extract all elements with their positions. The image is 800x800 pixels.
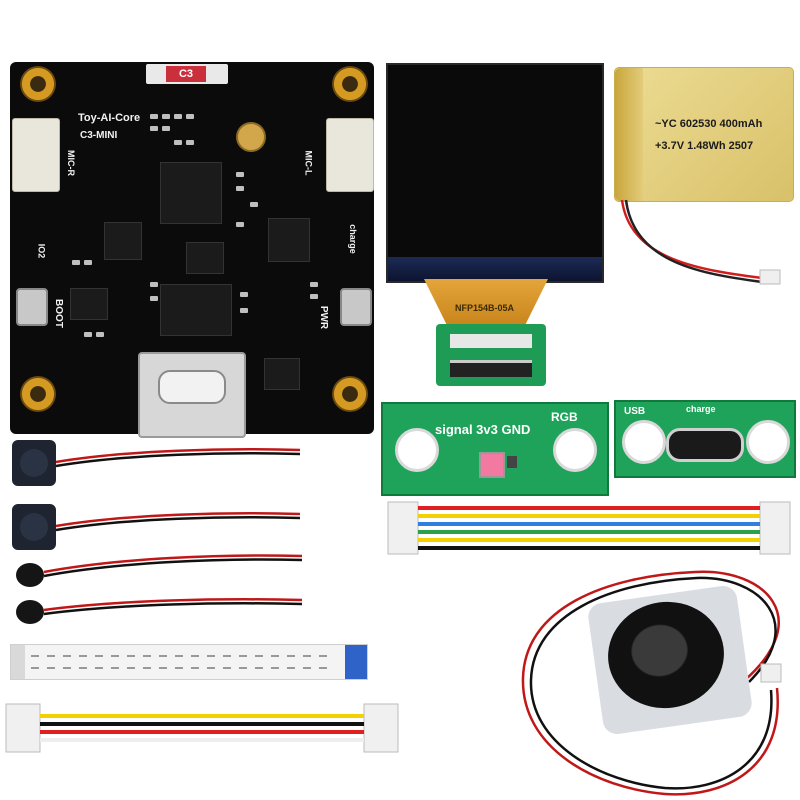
- board-title: Toy-AI-Core: [78, 112, 141, 124]
- battery-label-line2: +3.7V 1.48Wh 2507: [655, 140, 754, 152]
- mount-pad-top-left: [20, 66, 56, 102]
- charge-label-usb: charge: [686, 404, 716, 414]
- battery-wires: [620, 199, 781, 285]
- rgb-mount-hole-left: [395, 428, 439, 472]
- fpc-adapter-board: [436, 324, 546, 386]
- four-wire-cable: [5, 703, 399, 753]
- regulator-chip: [186, 242, 224, 274]
- rgb-title: RGB: [551, 410, 578, 424]
- tact-switch-cables: [12, 440, 301, 550]
- mic-l-connector[interactable]: [326, 118, 374, 192]
- rgb-led: [479, 452, 505, 478]
- mount-pad-top-right: [332, 66, 368, 102]
- battery-label-line1: ~YC 602530 400mAh: [655, 118, 763, 130]
- mount-pad-bottom-left: [20, 376, 56, 412]
- usb-c-port[interactable]: [138, 352, 246, 438]
- rgb-pin-labels: signal 3v3 GND: [435, 422, 531, 437]
- six-wire-cable: [387, 501, 791, 555]
- microphone-cables: [16, 554, 303, 624]
- usb-c-receptacle[interactable]: [666, 428, 744, 462]
- pmic-chip: [160, 284, 232, 336]
- pwr-label: PWR: [318, 305, 330, 330]
- usb-mount-hole-right: [746, 420, 790, 464]
- rgb-mount-hole-right: [553, 428, 597, 472]
- io2-label: IO2: [36, 243, 47, 259]
- mic-r-connector[interactable]: [12, 118, 60, 192]
- boot-button[interactable]: [16, 288, 48, 326]
- chip-badge: C3: [166, 66, 206, 82]
- amp-chip: [268, 218, 310, 262]
- main-board: C3 Toy-AI-Core C3-MINI MIC-R MIC-L charg…: [10, 62, 374, 438]
- mic-l-label: MIC-L: [303, 150, 314, 176]
- chip-badge-frame: C3: [146, 64, 228, 84]
- mic-r-label: MIC-R: [66, 150, 76, 176]
- usb-label: USB: [624, 406, 646, 417]
- boot-label: BOOT: [52, 299, 64, 328]
- antenna-connector: [236, 122, 266, 152]
- speaker-wires: [521, 570, 782, 796]
- main-mcu-chip: [160, 162, 222, 224]
- lcd-display: [386, 63, 604, 283]
- charge-label: charge: [347, 224, 358, 254]
- small-chip-left: [70, 288, 108, 320]
- ffc-ribbon-cable: [10, 644, 368, 680]
- codec-chip: [104, 222, 142, 260]
- pwr-button[interactable]: [340, 288, 372, 326]
- fpc-marking: NFP154B-05A: [455, 303, 515, 313]
- lipo-battery: ~YC 602530 400mAh +3.7V 1.48Wh 2507: [614, 67, 794, 202]
- usb-charge-board: USB charge: [614, 400, 796, 478]
- board-subtitle: C3-MINI: [80, 130, 118, 141]
- small-chip-bottom: [264, 358, 300, 390]
- rgb-board: RGB signal 3v3 GND: [381, 402, 609, 496]
- lcd-flex-cable: [424, 279, 548, 324]
- usb-mount-hole-left: [622, 420, 666, 464]
- mount-pad-bottom-right: [332, 376, 368, 412]
